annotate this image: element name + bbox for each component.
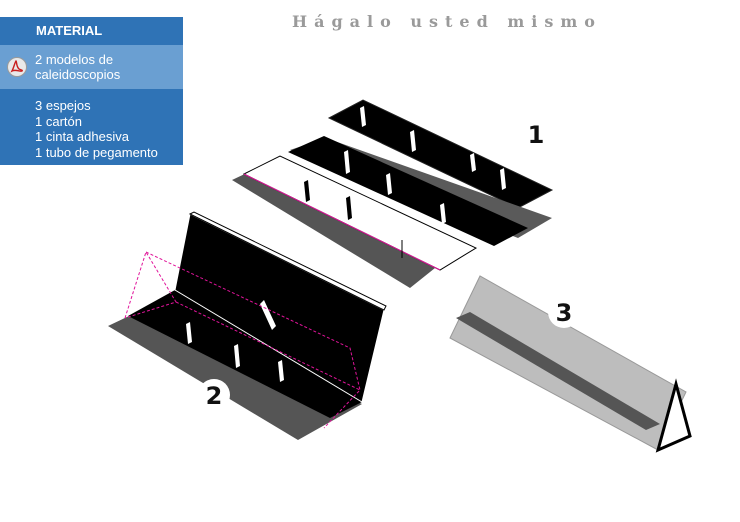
material-panel: MATERIAL 2 modelos de caleidoscopios 3 e… [0,17,183,165]
material-item-mirrors: 3 espejos [35,98,91,113]
step-2-badge [198,379,230,411]
pdf-link-line2: caleidoscopios [35,67,121,82]
step-2-folded [108,211,387,440]
step-1-badge [522,120,550,148]
pdf-link-line1: 2 modelos de [35,52,114,67]
step-1-panels [232,99,554,288]
pdf-link-label[interactable]: 2 modelos de caleidoscopios [35,52,120,82]
step-1-number: 1 [528,121,545,149]
pdf-icon[interactable] [0,45,34,89]
material-item-cardboard: 1 cartón [35,113,82,129]
step-3-badge [548,296,580,328]
pdf-download-link[interactable]: 2 modelos de caleidoscopios [0,45,183,89]
step-3-prism [449,275,692,453]
material-header: MATERIAL [0,17,183,44]
step-3-number: 3 [556,299,573,327]
page-title: Hágalo usted mismo [292,12,602,31]
step-2-number: 2 [206,382,223,410]
material-item-tape: 1 cinta adhesiva [35,129,129,144]
materials-list: 3 espejos 1 cartón 1 cinta adhesiva 1 tu… [35,98,158,160]
material-item-glue: 1 tubo de pegamento [35,144,158,160]
